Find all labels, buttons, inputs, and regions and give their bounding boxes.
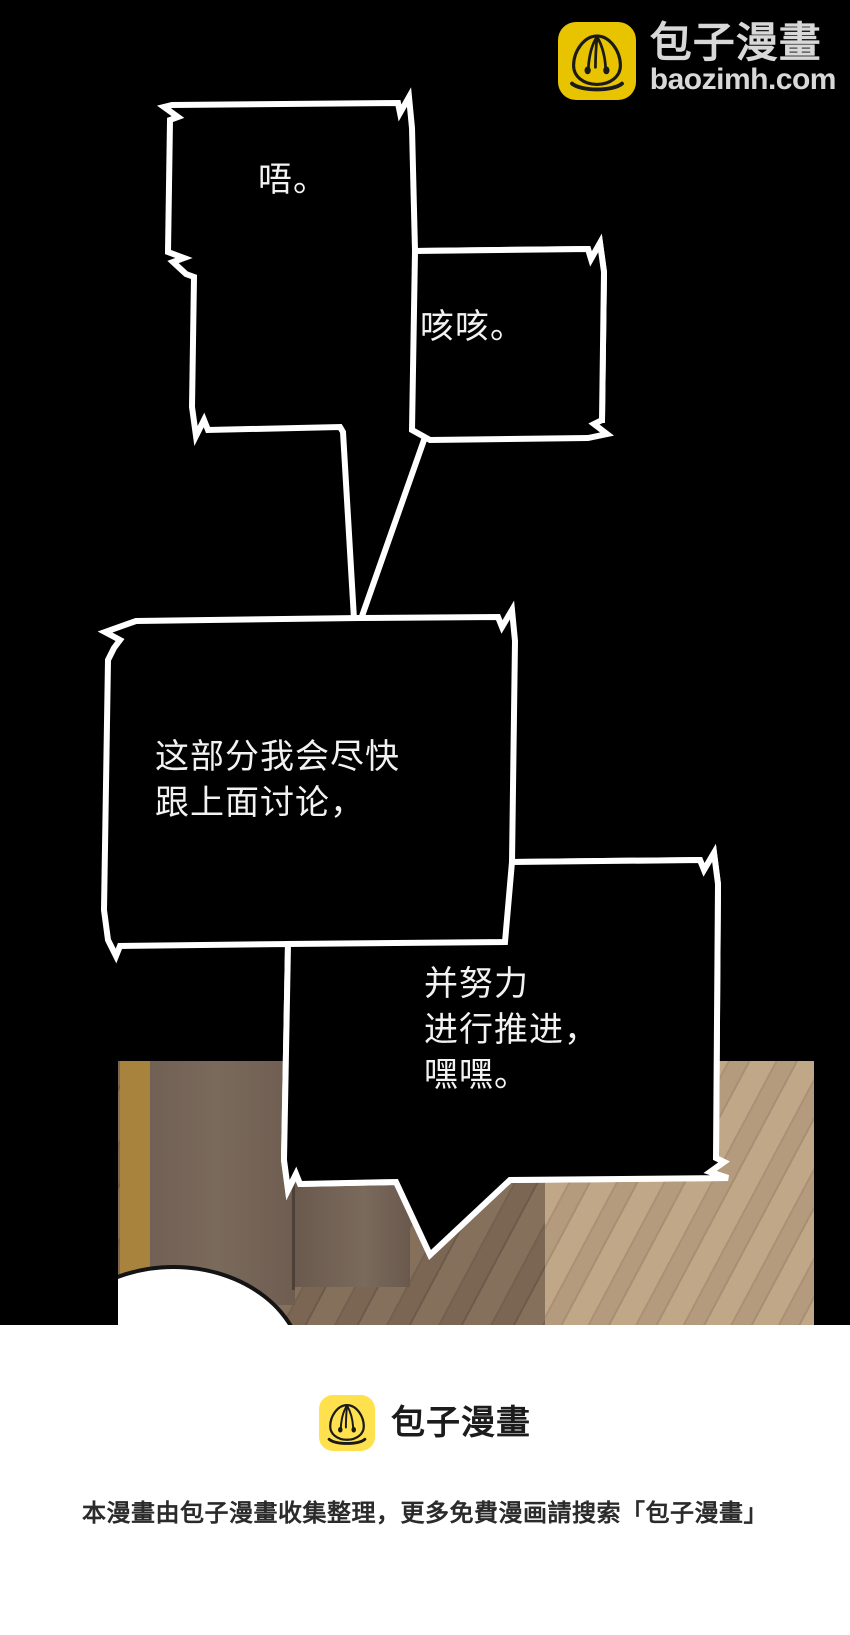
baozi-bun-logo-icon xyxy=(557,22,636,100)
baozi-bun-logo-icon xyxy=(319,1395,375,1451)
bubble-2-text: 咳咳。 xyxy=(420,308,525,346)
bubble-3-text: 这部分我会尽快 跟上面讨论， xyxy=(155,738,400,822)
panel-right-mask xyxy=(814,1055,850,1325)
bubble-4-text: 并努力 进行推进， 嘿嘿。 xyxy=(424,965,599,1095)
site-watermark: 包子漫畫 baozimh.com xyxy=(557,19,837,100)
watermark-url: baozimh.com xyxy=(649,63,837,96)
bubble-1-text: 唔。 xyxy=(258,161,328,199)
bubble-4-shape xyxy=(280,843,730,1261)
footer-brand-name: 包子漫畫 xyxy=(391,1404,531,1442)
comic-panel: 唔。 咳咳。 这部分我会尽快 跟上面讨论， 并努力 进行推进， 嘿嘿。 包子漫畫… xyxy=(0,19,850,1325)
watermark-text-block: 包子漫畫 baozimh.com xyxy=(649,19,837,96)
bubble-2-shape xyxy=(408,233,614,444)
panel-left-mask xyxy=(0,1055,118,1325)
speech-bubble-layer xyxy=(97,87,730,1261)
footer-brand[interactable]: 包子漫畫 xyxy=(0,1395,850,1451)
wall-gold-strip xyxy=(120,1055,150,1297)
page-footer: 包子漫畫 本漫畫由包子漫畫收集整理，更多免費漫画請搜索「包子漫畫」 xyxy=(0,1325,850,1635)
footer-note: 本漫畫由包子漫畫收集整理，更多免費漫画請搜索「包子漫畫」 xyxy=(82,1500,768,1527)
bubble-1-shape xyxy=(156,87,608,637)
watermark-brand-name: 包子漫畫 xyxy=(649,19,822,66)
